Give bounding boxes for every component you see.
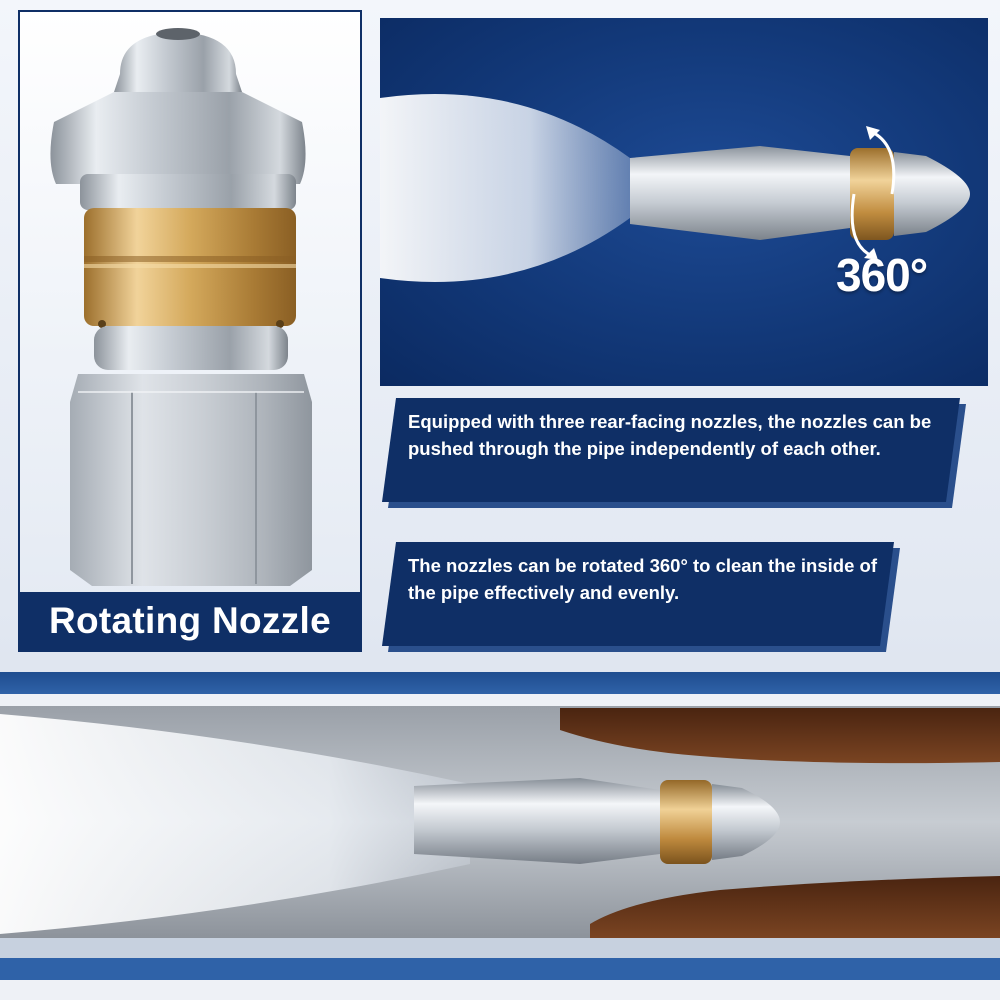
pipe-debris-top bbox=[560, 708, 1000, 764]
rotation-arrow-icon bbox=[871, 130, 896, 195]
section-divider bbox=[0, 672, 1000, 694]
nozzle-cap bbox=[114, 32, 242, 92]
product-title: Rotating Nozzle bbox=[20, 592, 360, 650]
pipe-debris-bottom bbox=[590, 876, 1000, 938]
rotating-nozzle-illustration bbox=[50, 28, 312, 586]
brass-ring bbox=[660, 780, 712, 864]
nozzle-body bbox=[630, 146, 850, 240]
nozzle-cone bbox=[50, 92, 306, 184]
nozzle-body bbox=[414, 778, 660, 864]
nozzle-tip bbox=[894, 152, 970, 236]
hex-body bbox=[70, 374, 312, 586]
feature-text: The nozzles can be rotated 360° to clean… bbox=[408, 555, 877, 603]
pipe-cleaning-scene bbox=[0, 694, 1000, 1000]
nozzle-tip bbox=[712, 784, 780, 860]
feature-text: Equipped with three rear-facing nozzles,… bbox=[408, 411, 932, 459]
rotation-label: 360° bbox=[836, 249, 928, 301]
spray-plume bbox=[0, 714, 470, 934]
pipe-cleaning-illustration bbox=[0, 706, 1000, 980]
rotation-photo bbox=[380, 18, 988, 386]
brass-ring bbox=[850, 148, 894, 240]
spray-plume bbox=[380, 94, 630, 282]
feature-banner-rotation: The nozzles can be rotated 360° to clean… bbox=[382, 542, 894, 646]
feature-banner-rear-nozzles: Equipped with three rear-facing nozzles,… bbox=[382, 398, 960, 502]
product-panel: Rotating Nozzle bbox=[18, 10, 362, 652]
spinning-nozzle-illustration bbox=[380, 94, 970, 282]
